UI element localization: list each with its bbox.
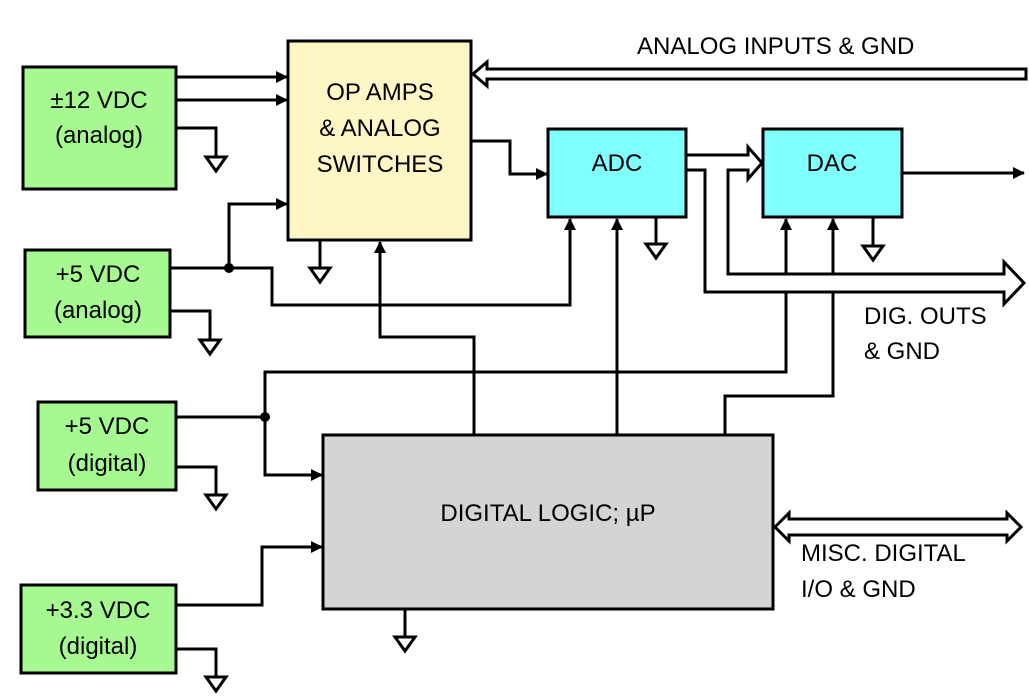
adc-to-dac-bus-arrow — [684, 143, 1027, 308]
ground-icon-adc — [643, 242, 669, 261]
wire-5va-gnd — [170, 309, 212, 340]
wire-3v3-gnd — [176, 647, 218, 677]
digital-logic-box — [321, 433, 775, 611]
digital-logic-label: DIGITAL LOGIC; µP — [440, 500, 655, 527]
wire-5va-to-adc — [229, 218, 576, 307]
ground-icon-5va — [197, 338, 223, 357]
dac-label: DAC — [807, 150, 858, 177]
power-block-12v-analog: ±12 VDC (analog) — [21, 65, 178, 191]
ground-icon-logic — [392, 635, 418, 654]
dac-box — [761, 127, 904, 219]
ground-icon-5vd — [203, 493, 229, 512]
op-amps-box — [286, 39, 473, 242]
misc-io-label-line2: I/O & GND — [801, 576, 916, 603]
wire-5vd-gnd — [176, 465, 218, 495]
dig-outs-label-line1: DIG. OUTS — [864, 303, 987, 330]
op-amps-block: OP AMPS & ANALOG SWITCHES — [286, 39, 473, 242]
power-3v3-label: +3.3 VDC — [46, 597, 151, 624]
power-5v-analog-label: +5 VDC — [56, 261, 141, 288]
misc-io-label-line1: MISC. DIGITAL — [801, 540, 966, 567]
adc-box — [546, 127, 688, 219]
ground-icon-opamps — [307, 266, 333, 285]
power-block-5v-digital-box — [36, 400, 178, 492]
power-12v-sublabel: (analog) — [55, 122, 143, 149]
ground-icon-3v3 — [203, 675, 229, 694]
wire-logic-to-dac — [723, 218, 839, 435]
wire-12v-gnd — [176, 126, 218, 157]
power-5v-digital-sublabel: (digital) — [68, 450, 147, 477]
wire-logic-to-opamps — [374, 241, 476, 435]
power-block-5v-analog: +5 VDC (analog) — [23, 248, 172, 339]
misc-digital-io-bus-arrow — [772, 509, 1024, 545]
power-block-3v3-digital: +3.3 VDC (digital) — [19, 583, 178, 675]
dig-outs-label-line2: & GND — [864, 338, 940, 365]
ground-icon-dac — [860, 244, 886, 263]
power-block-5v-analog-box — [23, 248, 172, 339]
power-block-3v3-digital-box — [19, 583, 178, 675]
wire-opamps-to-adc — [471, 139, 548, 180]
ground-icon-12v — [203, 155, 229, 174]
power-block-12v-analog-box — [21, 65, 178, 191]
wire-3v3-to-logic — [176, 541, 323, 607]
digital-logic-block: DIGITAL LOGIC; µP — [321, 433, 775, 611]
wire-5vd-to-dac — [263, 218, 792, 417]
adc-block: ADC — [546, 127, 688, 219]
analog-inputs-bus-arrow — [470, 58, 1028, 90]
wire-5va-to-opamps — [170, 198, 288, 270]
adc-label: ADC — [592, 150, 643, 177]
op-amps-label-line2: & ANALOG — [319, 115, 440, 142]
op-amps-label-line1: OP AMPS — [326, 79, 434, 106]
op-amps-label-line3: SWITCHES — [317, 151, 444, 178]
power-5v-digital-label: +5 VDC — [65, 413, 150, 440]
power-5v-analog-sublabel: (analog) — [54, 297, 142, 324]
power-block-5v-digital: +5 VDC (digital) — [36, 400, 178, 492]
wire-5vd-to-logic — [176, 415, 323, 481]
dac-block: DAC — [761, 127, 904, 219]
analog-inputs-label: ANALOG INPUTS & GND — [637, 33, 914, 60]
power-3v3-sublabel: (digital) — [59, 633, 138, 660]
power-12v-label: ±12 VDC — [50, 87, 147, 114]
